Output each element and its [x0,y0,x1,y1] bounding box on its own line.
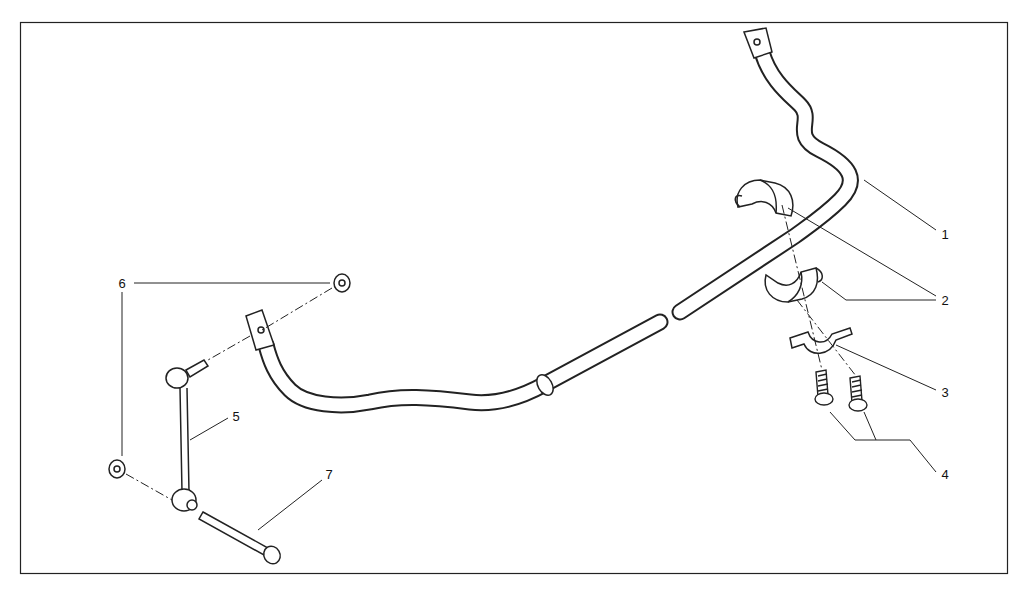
link-ball-joint [172,489,196,511]
bar-fill [266,322,660,405]
bushing-edge [760,180,776,213]
nut-bore [339,280,345,286]
lower-bushing [765,268,817,302]
leader-line [190,418,228,440]
clamp-bolts [815,370,867,411]
bar-end-tab [246,310,274,350]
leader-bracket [864,412,876,440]
assembly-line [208,336,250,360]
bar-outline [266,322,660,405]
callout-number: 7 [323,467,334,482]
assembly-line [782,205,822,370]
bar-end-tab [744,28,772,58]
nut [109,460,125,478]
bolt-thread [852,380,862,397]
bushing-clamp [790,328,852,353]
nut [334,274,350,292]
assembly-line [126,474,172,500]
bushing-flange [735,196,742,207]
nut-bore [114,466,120,472]
bushings [735,180,822,302]
clamp-body [790,328,852,353]
assembly-lines [126,205,856,500]
bolt-shank [199,512,268,555]
callout-number: 5 [230,409,241,424]
link-bore [187,500,197,510]
leader-line [836,345,936,390]
bar-collar [533,372,556,398]
callout-number: 1 [939,227,950,242]
leader-bracket [830,412,936,472]
bolt-thread [818,374,828,391]
bushing-flange [816,268,822,282]
callout-number: 4 [939,467,950,482]
frame-border [21,23,1008,574]
leader-line [864,180,936,230]
link-stud [186,360,208,377]
drop-link [166,360,208,511]
callout-number: 3 [939,385,950,400]
bolt-head [261,543,284,567]
leader-lines [122,180,936,530]
callout-number: 6 [116,276,127,291]
tab-hole [754,39,760,45]
stabilizer-bar [266,52,850,405]
link-rod [180,388,189,492]
bolt-head [815,393,833,405]
leader-line [134,283,330,284]
tab-hole [258,327,264,333]
assembly-line [797,300,856,376]
leader-line [122,292,123,456]
leader-line [788,208,936,296]
bolt-head [849,399,867,411]
assembly-line [262,288,332,330]
bar-tabs [246,28,772,398]
link-ball-joint [166,368,188,388]
link-nuts [109,274,350,478]
leader-bracket [822,282,936,300]
bar-outline [680,52,850,312]
upper-bushing [737,180,793,216]
bar-fill [680,52,850,312]
leader-line [258,480,322,530]
callout-number: 2 [939,293,950,308]
